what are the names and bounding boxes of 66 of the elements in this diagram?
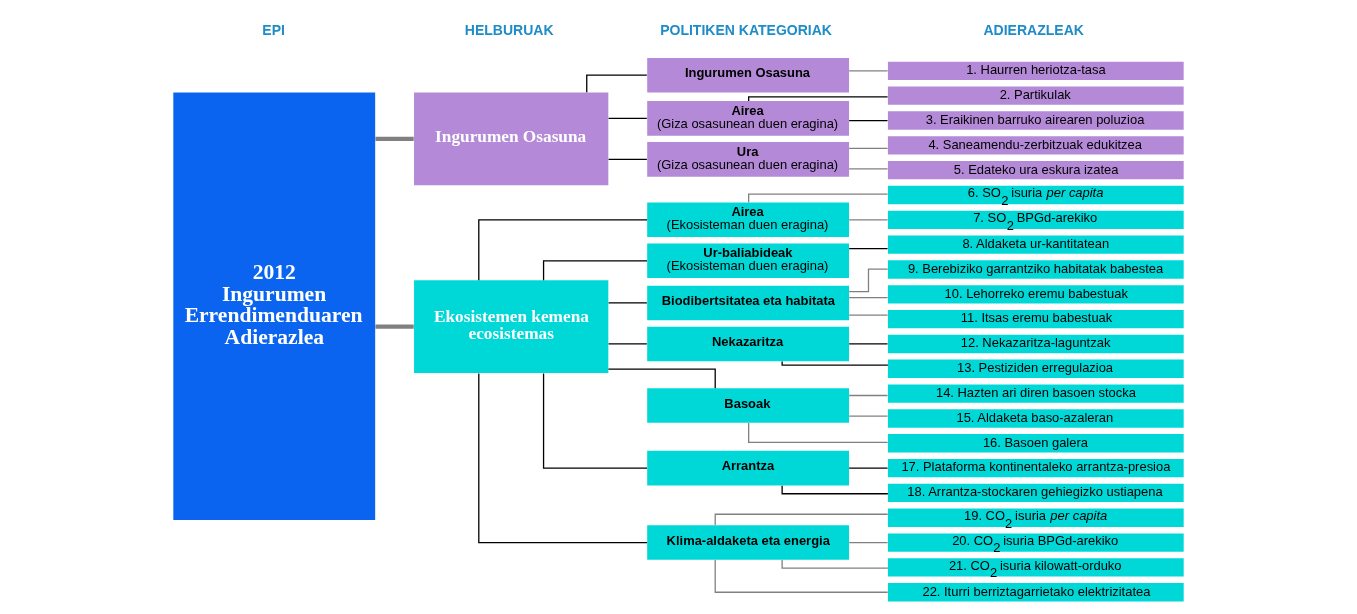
connector [848, 147, 889, 149]
node-box: 11. Itsas eremu babestuak [887, 309, 1184, 329]
connector [848, 70, 889, 72]
node-box: 16. Basoen galera [887, 434, 1184, 453]
connector [607, 158, 648, 161]
node-box: Ingurumen Osasuna [647, 57, 850, 93]
connector [714, 559, 889, 593]
connector [478, 372, 648, 544]
label: POLITIKEN KATEGORIAK [660, 21, 832, 38]
connector [478, 219, 648, 281]
connector [714, 513, 889, 526]
connector [607, 368, 716, 389]
connector [848, 343, 889, 345]
connector [542, 372, 648, 469]
connector [848, 119, 889, 122]
connector [607, 302, 648, 304]
connector [848, 219, 889, 221]
connector [848, 394, 889, 397]
node-box: 5. Edateko ura eskura izatea [887, 161, 1184, 180]
connector [848, 168, 889, 170]
connector [375, 324, 414, 329]
node-box: 8. Aldaketa ur-kantitatean [887, 235, 1184, 254]
node-box: 2. Partikulak [887, 86, 1184, 105]
node-box: Ura (Giza osasunean duen eragina) [647, 142, 850, 177]
node-box: 22. Iturri berriztagarrietako elektrizitatea [887, 583, 1184, 602]
connector [848, 248, 889, 250]
connector [781, 559, 889, 569]
node-box: 18. Arrantza-stockaren gehiegizko ustiapena [887, 483, 1184, 503]
node-box: Nekazaritza [647, 326, 850, 362]
connector [848, 467, 889, 469]
node-box: Ekosistemen kemena ecosistemas [414, 280, 609, 374]
node-box: Arrantza [647, 450, 850, 486]
node-box: 3. Eraikinen barruko airearen poluzioa [887, 111, 1184, 130]
connector [781, 360, 889, 366]
connector [848, 314, 889, 316]
node-box: Klima-aldaketa eta energia [647, 525, 850, 560]
label: ADIERAZLEAK [983, 21, 1084, 38]
connector [748, 422, 889, 444]
node-box: Airea (Giza osasunean duen eragina) [647, 101, 850, 136]
node-box: Biodibertsitatea eta habitata [647, 285, 850, 321]
connector [848, 541, 889, 544]
node-box: 1. Haurren heriotza-tasa [887, 61, 1184, 81]
node-box: Basoak [647, 388, 850, 423]
connector [848, 296, 889, 299]
node-box: Ingurumen Osasuna [414, 92, 609, 186]
node-box: 13. Pestiziden erregulazioa [887, 359, 1184, 378]
connector [748, 193, 889, 203]
node-box: 14. Hazten ari diren basoen stocka [887, 384, 1184, 403]
node-box: 9. Berebiziko garrantziko habitatak babestea [887, 260, 1184, 279]
label: EPI [262, 21, 285, 38]
node-box: 2012 Ingurumen Errendimenduaren Adierazlea [173, 92, 376, 520]
connector [542, 260, 648, 281]
node-box: Ur-baliabideak (Ekosisteman duen eragina) [647, 243, 850, 279]
connector [848, 268, 889, 293]
node-box: 12. Nekazaritza-laguntzak [887, 334, 1184, 354]
connector [607, 343, 648, 345]
node-box: 17. Plataforma kontinentaleko arrantza-presioa [887, 458, 1184, 478]
connector [607, 117, 648, 120]
connector [781, 485, 889, 495]
connector [375, 136, 414, 142]
node-box: 4. Saneamendu-zerbitzuak edukitzea [887, 136, 1184, 155]
label: HELBURUAK [464, 21, 554, 38]
node-box: 15. Aldaketa baso-azaleran [887, 409, 1184, 428]
node-box: Airea (Ekosisteman duen eragina) [647, 202, 850, 238]
connector [848, 415, 889, 417]
node-box: 10. Lehorreko eremu babestuak [887, 285, 1184, 304]
